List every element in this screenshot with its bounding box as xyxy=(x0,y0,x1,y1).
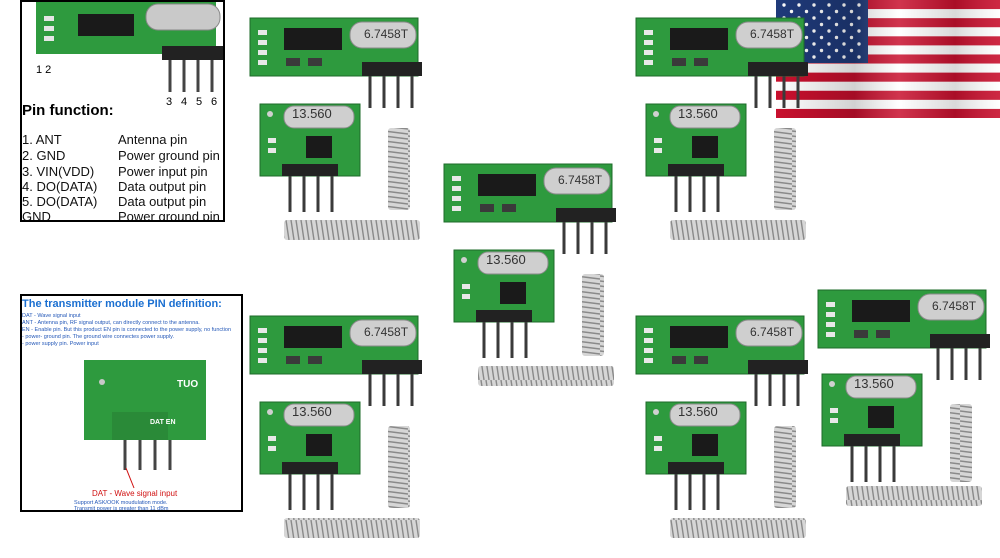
antenna-coil xyxy=(284,518,420,538)
transmitter-pin-panel: The transmitter module PIN definition: D… xyxy=(20,294,243,512)
receiver-crystal-label: 6.7458T xyxy=(750,325,795,339)
pin-number-6: 6 xyxy=(211,96,218,108)
support-line: Transmit power is greater than 11 dBm xyxy=(74,506,169,512)
receiver-crystal-label: 6.7458T xyxy=(364,27,409,41)
antenna-coil xyxy=(582,274,604,356)
tx-def-line: EN - Enable pin. But this product EN pin… xyxy=(22,327,232,333)
pin-row: 4. DO(DATA)Data output pin xyxy=(22,179,207,194)
pin-number-3: 3 xyxy=(166,96,173,108)
receiver-crystal-label: 6.7458T xyxy=(558,173,603,187)
antenna-coil xyxy=(774,128,796,210)
transmitter-crystal-label: 13.560 xyxy=(854,376,894,391)
receiver-board-illustration xyxy=(36,2,223,92)
transmitter-crystal-label: 13.560 xyxy=(678,404,718,419)
transmitter-board-illustration xyxy=(84,360,206,489)
antenna-coil xyxy=(478,366,614,386)
board-label: TUO xyxy=(177,379,199,390)
tx-def-line: ANT - Antenna pin, RF signal output, can… xyxy=(22,320,200,326)
tx-def-line: - power- ground pin. The ground wire con… xyxy=(22,334,175,340)
pin-number-5: 5 xyxy=(196,96,203,108)
receiver-crystal-label: 6.7458T xyxy=(364,325,409,339)
us-flag-icon xyxy=(776,0,1000,118)
antenna-coil xyxy=(670,220,806,240)
antenna-coil xyxy=(774,426,796,508)
antenna-coil xyxy=(846,486,982,506)
tx-def-line: - power supply pin. Power input xyxy=(22,341,99,347)
transmitter-title: The transmitter module PIN definition: xyxy=(22,298,222,310)
transmitter-crystal-label: 13.560 xyxy=(292,404,332,419)
pin-numbers-left: 1 2 xyxy=(36,64,52,76)
transmitter-crystal-label: 13.560 xyxy=(486,252,526,267)
antenna-coil xyxy=(388,128,410,210)
receiver-crystal-label: 6.7458T xyxy=(750,27,795,41)
receiver-crystal-label: 6.7458T xyxy=(932,299,977,313)
antenna-coil xyxy=(670,518,806,538)
board-pin-labels: DAT EN xyxy=(150,419,176,426)
pin-row: 3. VIN(VDD)Power input pin xyxy=(22,164,208,179)
support-line: Support ASK/OOK moudulation mode. xyxy=(74,500,168,506)
pin-function-title: Pin function: xyxy=(22,102,114,119)
tx-def-line: DAT - Wave signal input xyxy=(22,313,81,319)
pin-row: 5. DO(DATA)Data output pin xyxy=(22,194,207,209)
transmitter-crystal-label: 13.560 xyxy=(292,106,332,121)
dat-callout: DAT - Wave signal input xyxy=(92,489,178,498)
antenna-coil xyxy=(388,426,410,508)
antenna-coil xyxy=(950,404,972,482)
pin-number-4: 4 xyxy=(181,96,188,108)
transmitter-crystal-label: 13.560 xyxy=(678,106,718,121)
antenna-coil xyxy=(284,220,420,240)
